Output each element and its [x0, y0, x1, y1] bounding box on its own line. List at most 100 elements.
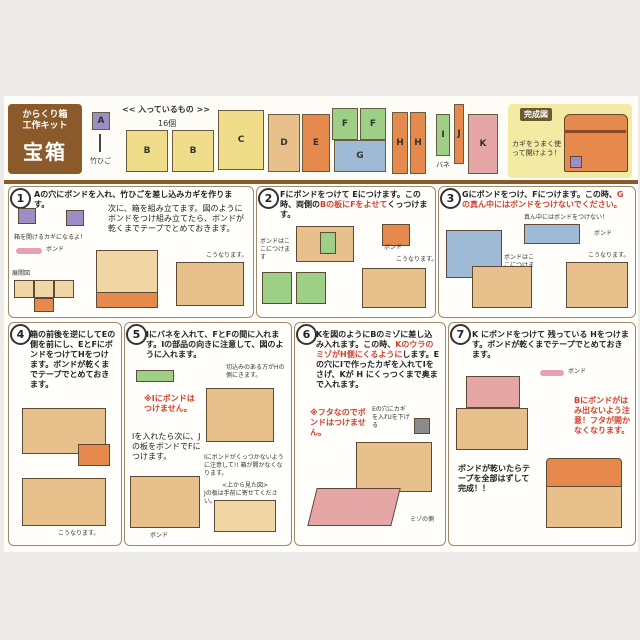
step-2-f-sample [382, 224, 410, 246]
step-7-text: K にボンドをつけて 残っている Hをつけます。ボンドが乾くまでテープでとめてお… [472, 330, 629, 359]
step-2-f-left [262, 272, 292, 304]
piece-i: I [436, 114, 450, 156]
step-1-text: Aの穴にボンドを入れ、竹ひごを差し込みカギを作ります。 [34, 190, 233, 209]
step-3-note-center: 真ん中にはボンドをつけない！ [524, 214, 609, 221]
step-7-bond-bar [540, 370, 564, 376]
step-5-box [206, 388, 274, 442]
step-3-box-right [566, 262, 628, 308]
step-7-box [456, 408, 528, 450]
step-4-h-piece [78, 444, 110, 466]
step-5-text-2: Iを入れたら次に、Jの板をボンドでFにつけます。 [132, 432, 201, 461]
bottom-margin [4, 552, 638, 640]
step-7-number: 7 [450, 324, 471, 345]
step-2-f-right [296, 272, 326, 304]
step-6-note-lid: ※フタなのでボンドはつけません。 [310, 408, 366, 437]
step-5-note-no-bond: ※Iにボンドはつけません。 [144, 394, 195, 413]
step-2-number: 2 [258, 188, 279, 209]
step-4-result-box [22, 478, 106, 526]
header-rule [4, 180, 638, 184]
complete-label: 完成図 [520, 108, 552, 121]
step-2-text-b: くっつけます。 [280, 200, 428, 219]
piece-d: D [268, 114, 300, 172]
step-5-number: 5 [126, 324, 147, 345]
contents-label: << 入っているもの >> [122, 105, 210, 114]
step-6-text-a: Kを図のようにBのミゾに差し込み入れます。この時、 [316, 330, 433, 349]
step-6-text-b: します。Eの穴にIで作ったカギを入れてIをさげ、Kが H にくっつくまで奥まで入… [316, 350, 440, 389]
step-5-note-notch: 切込みのある方がHの側にきます。 [226, 364, 285, 379]
step-1-net-c [34, 280, 54, 298]
step-6-text: Kを図のようにBのミゾに差し込み入れます。この時、KのウラのミゾがH側にくるよう… [316, 330, 440, 390]
complete-note: カギをうまく使って開けよう！ [512, 140, 561, 157]
step-5-i-piece [136, 370, 174, 382]
step-5-note-j-front: Jの板は手前に寄せてください。 [204, 490, 278, 505]
step-4-note-result: こうなります。 [58, 530, 100, 537]
step-3-text-a: Gにボンドをつけ、Fにつけます。この時、 [462, 190, 617, 199]
step-3-number: 3 [440, 188, 461, 209]
step-2-result-box [362, 268, 426, 308]
spring-caption: バネ [436, 161, 450, 169]
step-6-number: 6 [296, 324, 317, 345]
step-3-text: Gにボンドをつけ、Fにつけます。この時、Gの真ん中にはボンドをつけないでください… [462, 190, 630, 210]
key-icon [570, 156, 582, 168]
piece-f1: F [332, 108, 358, 140]
step-1-box-open [96, 250, 158, 294]
step-4-text: 箱の前後を逆にしてEの側を前にし、EとFにボンドをつけてHをつけます。ボンドが乾… [30, 330, 116, 389]
brand-title: 宝箱 [23, 140, 67, 164]
step-2-text-red: Bの板にFをよせて [320, 200, 388, 209]
bamboo-stick [99, 134, 101, 152]
step-6-note-groove: ミゾの側 [410, 516, 435, 523]
step-3-note-result: こうなります。 [588, 252, 630, 259]
step-1-note-result: こうなります。 [206, 252, 248, 259]
step-1-piece-a2 [66, 210, 84, 226]
step-5-box-2 [130, 476, 200, 528]
piece-c: C [218, 110, 264, 170]
piece-h1: H [392, 112, 408, 174]
step-7-note-warning: Bにボンドがはみ出ないよう注意！フタが開かなくなります。 [574, 396, 630, 435]
step-3-note-bond: ボンド [594, 230, 613, 237]
piece-a: A [92, 112, 110, 130]
step-7-text-2: ボンドが乾いたらテープを全部はずして完成！！ [458, 464, 530, 493]
step-1-text-2: 次に、箱を組み立てます。図のようにボンドをつけ組み立てたら、ボンドが乾くまでテー… [108, 204, 244, 233]
step-1-net-b1 [14, 280, 34, 298]
step-2-note-result: こうなります。 [396, 256, 438, 263]
step-2-text-a: Fにボンドをつけて Eにつけます。この時、両側の [280, 190, 421, 209]
piece-count-label: 16個 [158, 119, 177, 128]
step-2-f-inside [320, 232, 336, 254]
step-1-net-d [34, 298, 54, 312]
step-6-key-icon [414, 418, 430, 434]
step-5-text: Iにバネを入れて、FとFの間に入れます。Iの部品の向きに注意して、図のように入れ… [146, 330, 284, 359]
step-2-note-bond: ボンド [384, 244, 403, 251]
step-1-bond-bar [16, 248, 42, 254]
step-1-piece-a1 [18, 208, 36, 224]
step-7-complete-lid [546, 458, 622, 488]
brand-subtitle-1: からくり箱 [22, 110, 68, 120]
chest-lid-line [564, 130, 626, 133]
piece-h2: H [410, 112, 426, 174]
step-2-box [296, 226, 354, 262]
step-5-note-top-view: <上から見た図> [222, 482, 269, 489]
step-5-note-bond: ボンド [150, 532, 169, 539]
step-1-box-front [96, 292, 158, 308]
piece-f2: F [360, 108, 386, 140]
step-6-note-key: Eの穴にカギを入れIを下げる [372, 406, 410, 429]
brand-subtitle-2: 工作キット [22, 121, 68, 131]
step-7-note-bond: ボンド [568, 368, 587, 375]
step-1-note-bond: ボンド [46, 246, 65, 253]
bamboo-caption: 竹ひご [90, 157, 111, 165]
step-2-note-bond-here: ボンドはここにつけます [260, 238, 291, 261]
step-3-text-red: Gの真ん中にはボンドをつけないでください。 [462, 190, 624, 209]
piece-k: K [468, 114, 498, 174]
step-1-net-b2 [54, 280, 74, 298]
step-5-top-view-box [214, 500, 276, 532]
step-6-box [356, 442, 432, 492]
step-4-number: 4 [10, 324, 31, 345]
brand-badge: からくり箱 工作キット 宝箱 [8, 104, 82, 174]
step-3-box-left [472, 266, 532, 308]
piece-j: J [454, 104, 464, 164]
piece-e: E [302, 114, 330, 172]
step-7-complete-box [546, 486, 622, 528]
piece-g: G [334, 140, 386, 172]
step-1-note-net: 展開図 [12, 270, 31, 277]
step-7-k-piece [466, 376, 520, 408]
